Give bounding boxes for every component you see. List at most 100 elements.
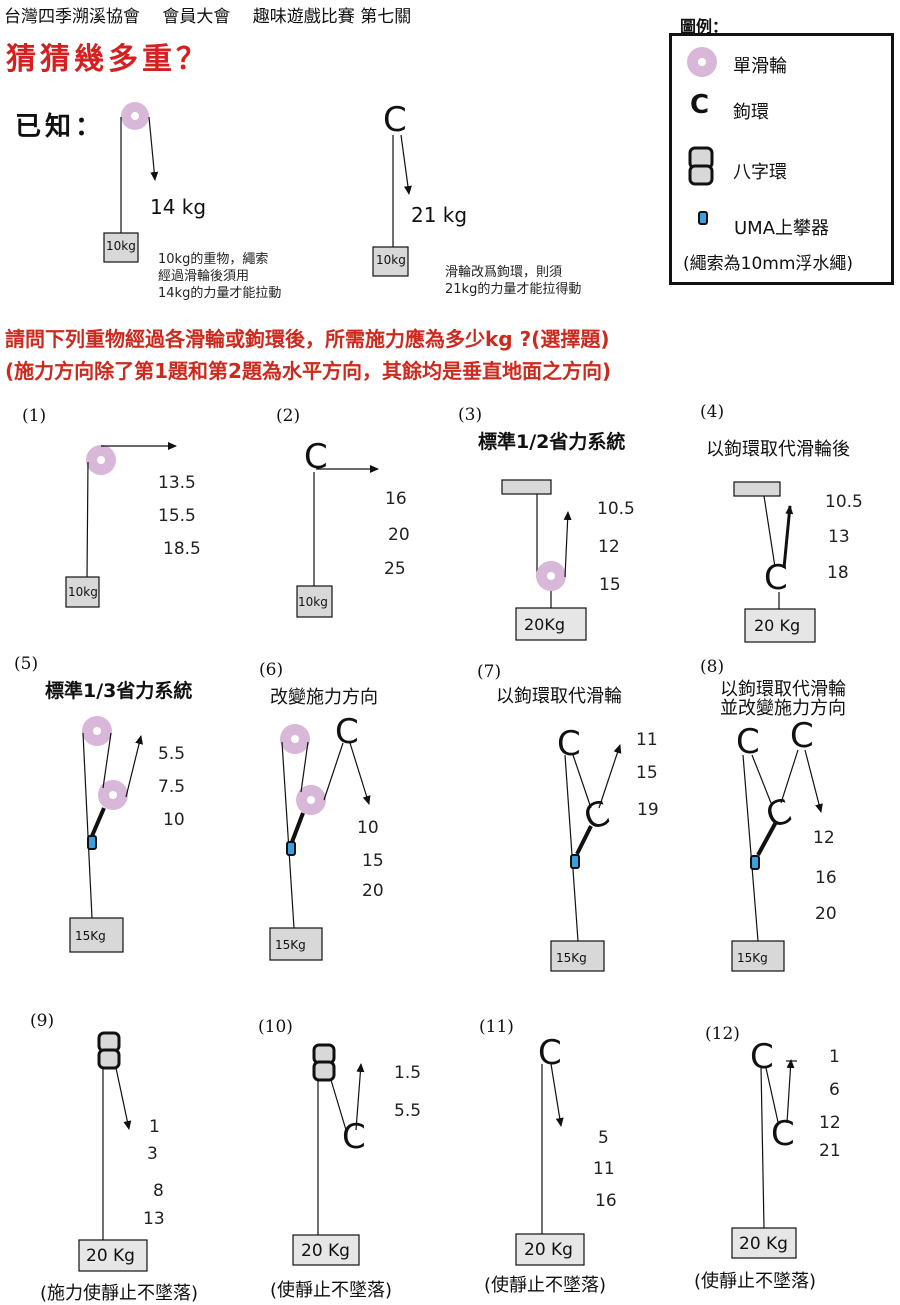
problem-7-option: 11	[636, 730, 658, 750]
carabiner-icon: C	[304, 437, 328, 477]
ascender-icon	[570, 854, 580, 869]
problem-6-title: 改變施力方向	[270, 687, 378, 708]
problem-12-option: 21	[819, 1141, 841, 1161]
anchor-bar	[501, 479, 552, 495]
problem-5-diagram	[69, 716, 143, 953]
weight-box	[296, 585, 333, 618]
problem-7-number: (7)	[477, 662, 502, 682]
weight-box	[78, 1239, 148, 1272]
problem-8-weight: 15Kg	[737, 951, 768, 965]
problem-12-option: 12	[819, 1113, 841, 1133]
problem-1-number: (1)	[22, 406, 47, 426]
problem-10-number: (10)	[258, 1017, 293, 1037]
problem-9-number: (9)	[30, 1011, 55, 1031]
problem-3-option: 10.5	[597, 499, 635, 519]
legend-box	[669, 33, 894, 285]
problem-12-weight: 20 Kg	[739, 1234, 788, 1254]
problem-8-option: 20	[815, 904, 837, 924]
problem-12-option: 6	[829, 1080, 840, 1100]
weight-box	[372, 246, 409, 277]
legend-title: 圖例：	[680, 17, 729, 36]
problem-9-option: 1	[149, 1117, 160, 1137]
carabiner-icon: C	[764, 558, 788, 598]
known-2-weight: 10kg	[376, 253, 406, 267]
problem-3-option: 15	[599, 575, 621, 595]
carabiner-icon: C	[790, 716, 814, 756]
problem-8-number: (8)	[700, 657, 725, 677]
problem-2-weight: 10kg	[298, 595, 328, 609]
known-label: 已知：	[15, 112, 106, 142]
problem-6-option: 20	[362, 881, 384, 901]
problem-6-diagram	[269, 724, 371, 961]
problem-1-weight: 10kg	[68, 585, 98, 599]
problem-2-number: (2)	[276, 406, 301, 426]
weight-box	[550, 940, 605, 972]
problem-7-option: 15	[636, 763, 658, 783]
problem-3-diagram	[501, 479, 587, 641]
problem-1-option: 13.5	[158, 473, 196, 493]
problem-9-option: 8	[153, 1181, 164, 1201]
problem-11-diagram	[515, 1063, 585, 1266]
legend-label-carabiner: 鉤環	[733, 102, 769, 123]
problem-5-option: 7.5	[158, 777, 186, 797]
problem-9-weight: 20 Kg	[86, 1246, 135, 1266]
problem-2-option: 20	[388, 525, 410, 545]
problem-2-option: 16	[385, 489, 407, 509]
known-example-2	[372, 134, 412, 277]
problem-8-option: 12	[813, 828, 835, 848]
legend-label-ascender: UMA上攀器	[734, 218, 830, 239]
figure-eight-icon	[312, 1043, 336, 1065]
problem-12-number: (12)	[705, 1024, 740, 1044]
question-line-2: (施力方向除了第1題和第2題為水平方向，其餘均是垂直地面之方向)	[5, 359, 612, 383]
problem-12-diagram	[731, 1059, 797, 1259]
ascender-icon	[698, 211, 708, 225]
known-2-force: 21 kg	[411, 203, 468, 227]
header-line: 台灣四季溯溪協會 會員大會 趣味遊戲比賽 第七關	[4, 7, 412, 27]
problem-3-option: 12	[598, 537, 620, 557]
problem-3-title: 標準1/2省力系統	[478, 431, 626, 453]
known-1-note-1: 10kg的重物，繩索	[158, 252, 269, 267]
problem-10-weight: 20 Kg	[301, 1241, 350, 1261]
weight-box	[731, 940, 785, 972]
problem-5-option: 10	[163, 810, 185, 830]
known-2-note-2: 21kg的力量才能拉得動	[445, 282, 582, 297]
ascender-icon	[750, 855, 760, 870]
problem-4-title: 以鉤環取代滑輪後	[706, 439, 850, 460]
problem-11-caption: (使靜止不墜落)	[484, 1275, 607, 1296]
problem-9-diagram	[78, 1031, 148, 1272]
problem-10-option: 5.5	[394, 1101, 422, 1121]
page-title: 猜猜幾多重？	[6, 42, 210, 77]
carabiner-icon: C	[538, 1033, 562, 1073]
weight-box	[515, 607, 587, 641]
known-example-1	[103, 102, 159, 263]
weight-box	[744, 608, 816, 643]
problem-4-option: 18	[827, 563, 849, 583]
problem-5-weight: 15Kg	[75, 929, 106, 943]
problem-9-option: 3	[147, 1144, 158, 1164]
figure-eight-icon	[97, 1031, 121, 1053]
carabiner-icon: C	[383, 100, 407, 140]
problem-3-weight: 20Kg	[524, 615, 566, 634]
problem-7-option: 19	[637, 800, 659, 820]
legend-label-figure-eight: 八字環	[733, 162, 787, 183]
weight-box	[65, 576, 100, 608]
problem-1-option: 18.5	[163, 539, 201, 559]
weight-box	[731, 1227, 797, 1259]
problem-6-weight: 15Kg	[275, 938, 306, 952]
legend-label-pulley: 單滑輪	[733, 56, 787, 77]
problem-5-number: (5)	[14, 654, 39, 674]
legend-icons	[687, 47, 717, 225]
carabiner-icon: C	[771, 1114, 795, 1154]
problem-4-weight: 20 Kg	[754, 616, 801, 635]
carabiner-icon: C	[335, 712, 359, 752]
ascender-icon	[286, 841, 296, 856]
legend-rope-note: (繩索為10mm浮水繩)	[683, 254, 854, 274]
problem-11-option: 5	[598, 1128, 609, 1148]
problem-11-option: 11	[593, 1159, 615, 1179]
problem-11-weight: 20 Kg	[524, 1240, 573, 1260]
problem-9-caption: (施力使靜止不墜落)	[40, 1283, 199, 1304]
problem-3-number: (3)	[458, 405, 483, 425]
weight-box	[515, 1233, 585, 1266]
problem-8-title: 以鉤環取代滑輪	[720, 679, 846, 700]
